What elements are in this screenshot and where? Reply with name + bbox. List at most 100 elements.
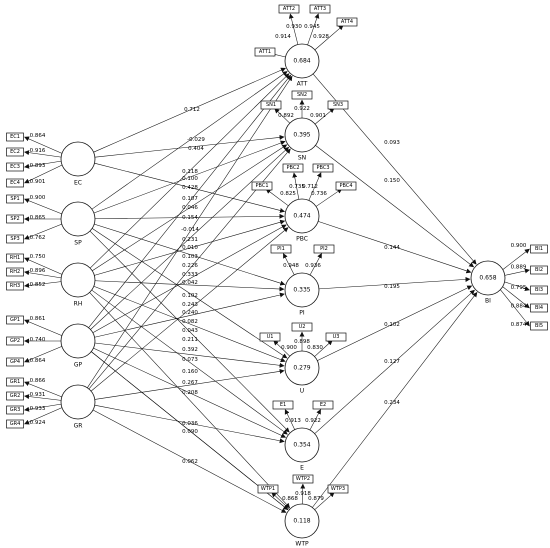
indicator-box — [270, 244, 292, 254]
labels: 0.712-0.0290.4040.1180.1000.4280.1070.04… — [10, 6, 543, 548]
path-rh-wtp — [89, 292, 291, 509]
indicator-label: SN1 — [266, 102, 276, 108]
indicator-box — [257, 484, 279, 494]
loading-value: 0.924 — [30, 420, 46, 426]
path-coefficient: 0.090 — [182, 429, 198, 435]
r-squared: 0.335 — [293, 287, 310, 294]
loading-line — [24, 160, 62, 169]
loading-line — [314, 25, 344, 51]
loading-line — [283, 253, 295, 275]
indicator-label: PBC1 — [255, 183, 268, 189]
path-coefficient: 0.243 — [182, 302, 198, 308]
indicator-box — [6, 234, 24, 244]
loading-line — [314, 492, 335, 510]
path-coefficient: 0.333 — [182, 272, 198, 278]
construct-label: SP — [74, 240, 82, 247]
indicator-label: SP2 — [10, 216, 19, 222]
indicator-box — [291, 322, 313, 332]
path-coefficient: -0.029 — [187, 137, 205, 143]
path-coefficient: 0.234 — [384, 400, 400, 406]
loading-line — [309, 409, 321, 431]
construct-wtp — [284, 503, 320, 539]
indicator-label: PI2 — [320, 246, 328, 252]
indicator-box — [313, 244, 335, 254]
loading-line — [24, 403, 62, 412]
indicator-box — [309, 4, 331, 14]
loading-line — [284, 409, 295, 430]
loading-value: 0.864 — [30, 358, 46, 364]
path-pi-bi — [318, 276, 471, 290]
path-rh-pbc — [94, 219, 286, 276]
path-sp-pbc — [94, 213, 285, 220]
indicator-box — [259, 332, 281, 342]
construct-att — [284, 43, 320, 79]
indicator-box — [6, 405, 24, 415]
path-sp-pi — [94, 223, 286, 286]
indicator-label: E1 — [280, 402, 286, 408]
construct-label: WTP — [295, 541, 309, 548]
loading-line — [24, 394, 62, 401]
indicator-box — [272, 400, 294, 410]
loading-line — [24, 381, 62, 398]
loading-line — [24, 281, 62, 288]
construct-label: BI — [485, 298, 491, 305]
indicator-label: ATT3 — [314, 6, 326, 12]
indicator-label: GR3 — [10, 407, 21, 413]
loading-value: 0.900 — [281, 345, 297, 351]
indicator-label: GP4 — [10, 359, 20, 365]
r-squared: 0.395 — [293, 132, 310, 139]
path-sp-sn — [93, 140, 286, 214]
path-sn-bi — [315, 145, 475, 268]
loading-value: 0.893 — [30, 163, 46, 169]
constructs — [6, 4, 548, 539]
path-gp-u — [94, 342, 285, 368]
path-coefficient: 0.211 — [182, 337, 198, 343]
indicator-label: GR4 — [10, 421, 21, 427]
construct-label: E — [300, 465, 304, 472]
construct-label: U — [300, 388, 304, 395]
loading-value: 0.930 — [286, 24, 302, 30]
path-gp-pi — [94, 292, 285, 338]
loading-value: 0.922 — [305, 418, 321, 424]
construct-label: EC — [74, 180, 82, 187]
indicator-label: WTP1 — [261, 486, 275, 492]
path-coefficient: 0.073 — [182, 357, 198, 363]
path-gr-u — [94, 368, 285, 400]
loading-value: 0.900 — [30, 195, 46, 201]
indicator-label: SP1 — [10, 196, 19, 202]
path-coefficient: 0.046 — [182, 205, 198, 211]
indicator-box — [282, 163, 304, 173]
path-coefficient: 0.160 — [182, 369, 198, 375]
loading-value: 0.861 — [30, 316, 46, 322]
indicator-box — [6, 357, 24, 367]
indicator-box — [6, 162, 24, 172]
indicator-label: ATT2 — [283, 6, 295, 12]
indicator-label: RH2 — [10, 269, 20, 275]
indicator-box — [325, 332, 347, 342]
indicator-box — [530, 285, 548, 295]
path-gp-e — [93, 347, 287, 438]
loading-line — [24, 257, 63, 275]
indicator-label: WTP2 — [296, 476, 310, 482]
path-rh-e — [91, 289, 288, 435]
loading-value: 0.898 — [294, 339, 310, 345]
loading-value: 0.936 — [305, 263, 321, 269]
construct-label: GR — [74, 423, 83, 430]
path-coefficient: 0.127 — [384, 359, 400, 365]
indicator-box — [6, 281, 24, 291]
indicator-label: SN3 — [333, 102, 343, 108]
loading-value: 0.852 — [30, 282, 46, 288]
path-ec-att — [93, 67, 286, 153]
path-rh-u — [93, 285, 286, 363]
loading-value: 0.913 — [285, 418, 301, 424]
loading-value: 0.750 — [30, 254, 46, 260]
path-gp-pbc — [92, 224, 287, 333]
loading-value: 0.896 — [30, 268, 46, 274]
loading-value: 0.931 — [30, 392, 46, 398]
path-coefficient: 0.231 — [182, 237, 198, 243]
indicator-box — [260, 100, 282, 110]
indicator-label: SN2 — [297, 92, 307, 98]
indicator-label: U1 — [267, 334, 274, 340]
path-rh-sn — [92, 144, 288, 271]
